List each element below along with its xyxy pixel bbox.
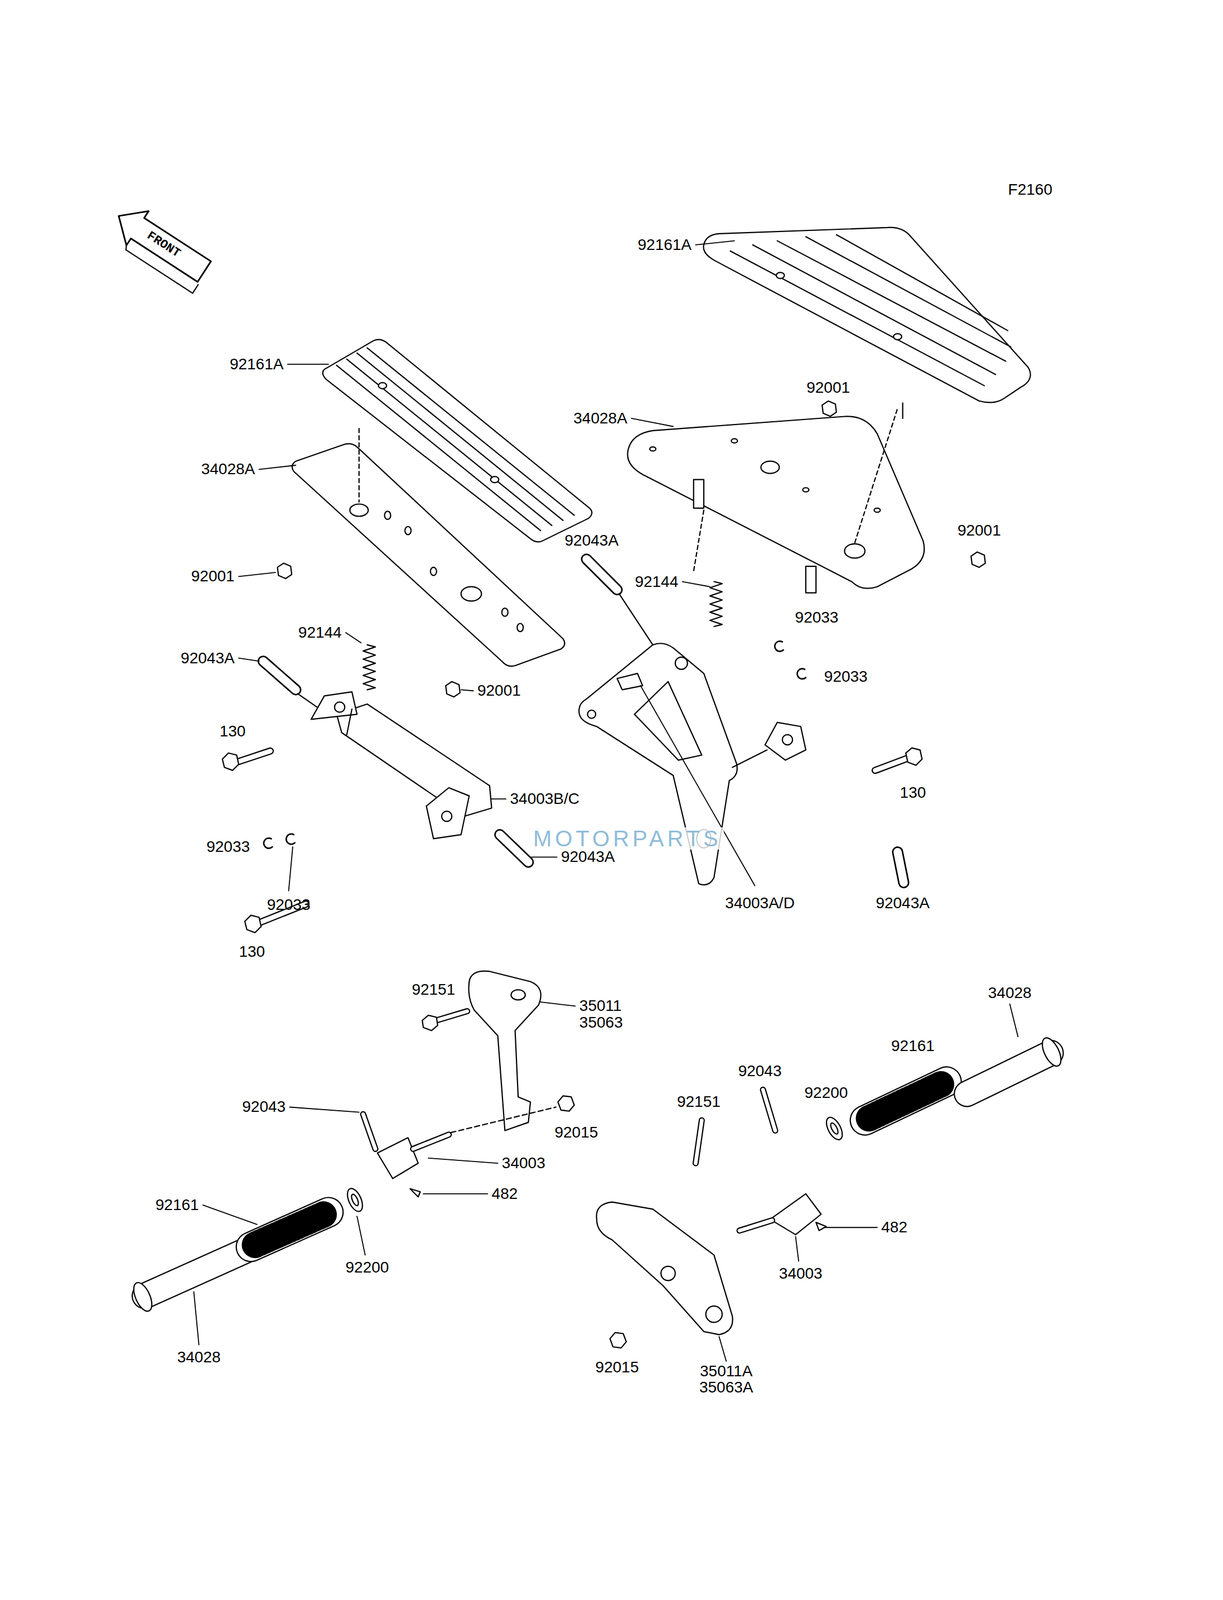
callout-number: 92043 — [738, 1062, 782, 1079]
callout-number: 92200 — [804, 1084, 849, 1101]
callout-number: 92001 — [477, 682, 521, 699]
callout-number: 92033 — [206, 838, 250, 855]
callout-number: 92161A — [637, 237, 693, 253]
front-arrow — [105, 198, 217, 293]
circlip — [263, 640, 806, 848]
callout-number: 92015 — [554, 1124, 598, 1140]
spring — [709, 581, 723, 627]
callout-number: 92161 — [891, 1037, 935, 1054]
callout-number: 34028 — [988, 984, 1032, 1001]
callout-number: 482 — [881, 1219, 908, 1235]
footpeg — [129, 970, 575, 1314]
callout-number: 92161 — [155, 1196, 200, 1213]
callout-number: 92151 — [677, 1093, 721, 1110]
callout-number: 92043A — [875, 895, 930, 911]
callout-number: 92043 — [242, 1098, 286, 1115]
callout-number: 482 — [491, 1185, 519, 1202]
callout-number: 92033 — [824, 668, 868, 685]
callout-number: 92043A — [564, 532, 620, 549]
callout-number: 92144 — [298, 624, 342, 641]
watermark: MOTORPARTS — [530, 827, 724, 850]
callout-number: 34003 — [779, 1265, 823, 1281]
callout-number: 92001 — [806, 379, 850, 396]
callout-number: 34028A — [573, 410, 628, 427]
callout-number: 35063A — [699, 1379, 754, 1395]
leader-line — [194, 240, 1019, 1361]
callout-number: 92001 — [191, 568, 235, 584]
bolt — [277, 400, 985, 697]
footboard-pad — [703, 227, 1031, 403]
figure-code: F2160 — [1008, 181, 1053, 198]
callout-number: 35063 — [579, 1014, 623, 1031]
spring — [363, 644, 376, 690]
footboard-plate — [292, 443, 565, 666]
callout-number: 92144 — [634, 573, 679, 590]
callout-number: 92033 — [795, 609, 839, 626]
callout-number: 35011 — [579, 997, 622, 1014]
callout-number: 92033 — [267, 896, 311, 913]
callout-number: 34003A/D — [724, 895, 795, 911]
bolt — [222, 747, 923, 933]
callout-number: 92001 — [957, 522, 1002, 539]
callout-number: 34003B/C — [510, 790, 580, 807]
callout-number: 35011A — [699, 1362, 753, 1379]
callout-number: 92200 — [345, 1259, 390, 1275]
footpeg — [596, 1034, 1066, 1348]
callout-number: 130 — [238, 943, 265, 960]
callout-number: 34028 — [177, 1349, 221, 1365]
callout-number: 92043A — [561, 848, 616, 865]
callout-number: 92043A — [180, 650, 235, 666]
callout-number: 34028A — [201, 461, 256, 477]
callout-number: 130 — [900, 784, 927, 801]
callout-number: 92161A — [229, 356, 284, 372]
footboard-plate — [627, 416, 925, 588]
footboard-pad — [322, 339, 593, 543]
callout-number: 34003 — [501, 1154, 546, 1171]
callout-number: 130 — [219, 723, 246, 739]
callout-number: 92015 — [595, 1359, 640, 1375]
callout-number: 92151 — [411, 981, 456, 998]
